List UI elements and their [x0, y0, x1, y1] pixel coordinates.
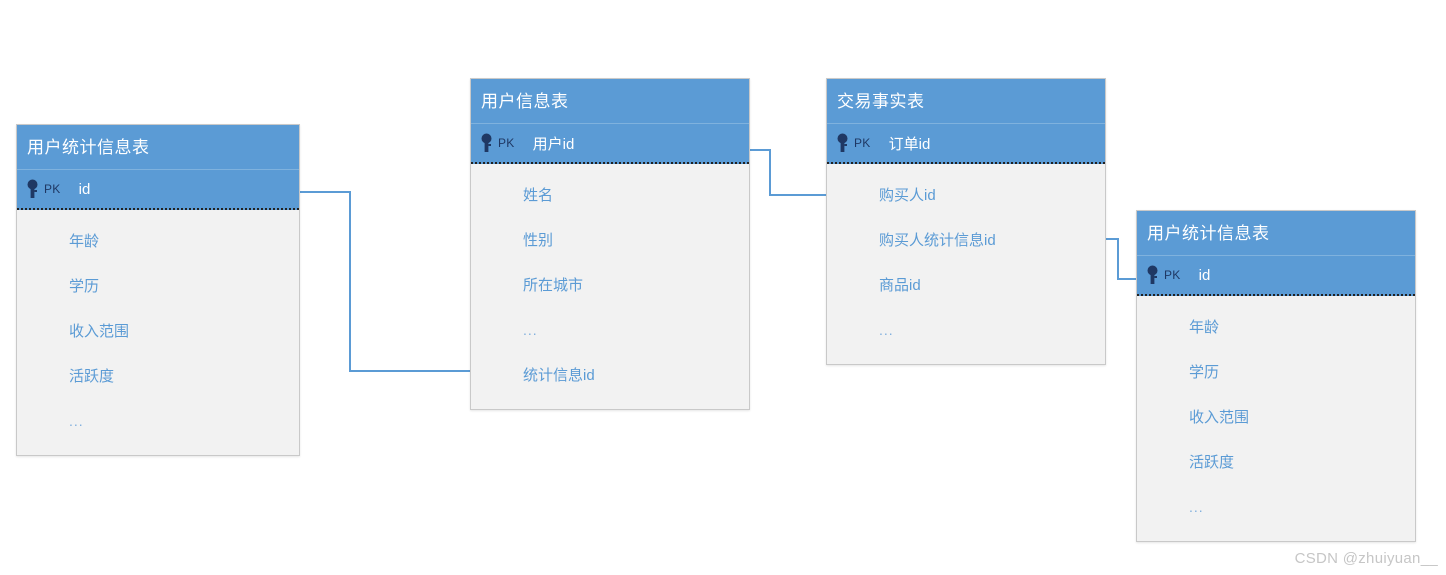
- primary-key-row[interactable]: PK 订单id: [827, 124, 1105, 164]
- connector-rel-3: [1106, 238, 1136, 280]
- entity-header: 用户统计信息表: [17, 125, 299, 170]
- attribute-row[interactable]: 年龄: [1189, 319, 1220, 336]
- csdn-watermark: CSDN @zhuiyuan__: [1294, 550, 1438, 567]
- attribute-row[interactable]: 年龄: [69, 233, 100, 250]
- attribute-row[interactable]: 活跃度: [69, 368, 115, 385]
- attribute-row[interactable]: 活跃度: [1189, 454, 1235, 471]
- pk-field-name: 订单id: [888, 135, 931, 153]
- entity-header: 交易事实表: [827, 79, 1105, 124]
- entity-attributes: 年龄 学历 收入范围 活跃度 ...: [1137, 296, 1415, 541]
- entity-attributes: 姓名 性别 所在城市 ... 统计信息id: [471, 164, 749, 409]
- entity-title: 用户信息表: [481, 91, 569, 111]
- attribute-row[interactable]: 所在城市: [523, 277, 584, 294]
- key-icon: [837, 133, 848, 152]
- pk-badge: PK: [498, 136, 515, 150]
- attribute-row[interactable]: 统计信息id: [523, 367, 595, 384]
- pk-badge: PK: [1164, 268, 1181, 282]
- attribute-row[interactable]: 学历: [69, 278, 100, 295]
- primary-key-row[interactable]: PK 用户id: [471, 124, 749, 164]
- entity-attributes: 年龄 学历 收入范围 活跃度 ...: [17, 210, 299, 455]
- attribute-row-more[interactable]: ...: [879, 321, 894, 338]
- primary-key-row[interactable]: PK id: [17, 170, 299, 210]
- attribute-row[interactable]: 学历: [1189, 364, 1220, 381]
- entity-title: 用户统计信息表: [1147, 223, 1270, 243]
- entity-table-user-info[interactable]: 用户信息表 PK 用户id 姓名 性别 所在城市 ... 统计信息id: [470, 78, 750, 410]
- pk-badge: PK: [854, 136, 871, 150]
- entity-table-transaction-fact[interactable]: 交易事实表 PK 订单id 购买人id 购买人统计信息id 商品id ...: [826, 78, 1106, 365]
- pk-field-name: 用户id: [532, 135, 575, 153]
- entity-table-user-stats-right[interactable]: 用户统计信息表 PK id 年龄 学历 收入范围 活跃度 ...: [1136, 210, 1416, 542]
- attribute-row-more[interactable]: ...: [69, 412, 84, 429]
- key-icon: [481, 133, 492, 152]
- attribute-row-more[interactable]: ...: [523, 321, 538, 338]
- entity-table-user-stats-left[interactable]: 用户统计信息表 PK id 年龄 学历 收入范围 活跃度 ...: [16, 124, 300, 456]
- entity-header: 用户信息表: [471, 79, 749, 124]
- entity-title: 交易事实表: [837, 91, 925, 111]
- attribute-row[interactable]: 购买人id: [879, 187, 936, 204]
- entity-title: 用户统计信息表: [27, 137, 150, 157]
- key-icon: [1147, 265, 1158, 284]
- pk-badge: PK: [44, 182, 61, 196]
- connector-rel-1: [300, 191, 470, 372]
- attribute-row[interactable]: 商品id: [879, 277, 921, 294]
- pk-field-name: id: [78, 180, 91, 198]
- attribute-row-more[interactable]: ...: [1189, 498, 1204, 515]
- entity-attributes: 购买人id 购买人统计信息id 商品id ...: [827, 164, 1105, 364]
- attribute-row[interactable]: 收入范围: [69, 323, 130, 340]
- pk-field-name: id: [1198, 266, 1211, 284]
- connector-rel-2: [750, 149, 826, 196]
- key-icon: [27, 179, 38, 198]
- attribute-row[interactable]: 收入范围: [1189, 409, 1250, 426]
- primary-key-row[interactable]: PK id: [1137, 256, 1415, 296]
- attribute-row[interactable]: 姓名: [523, 187, 554, 204]
- attribute-row[interactable]: 性别: [523, 232, 554, 249]
- attribute-row[interactable]: 购买人统计信息id: [879, 232, 996, 249]
- entity-header: 用户统计信息表: [1137, 211, 1415, 256]
